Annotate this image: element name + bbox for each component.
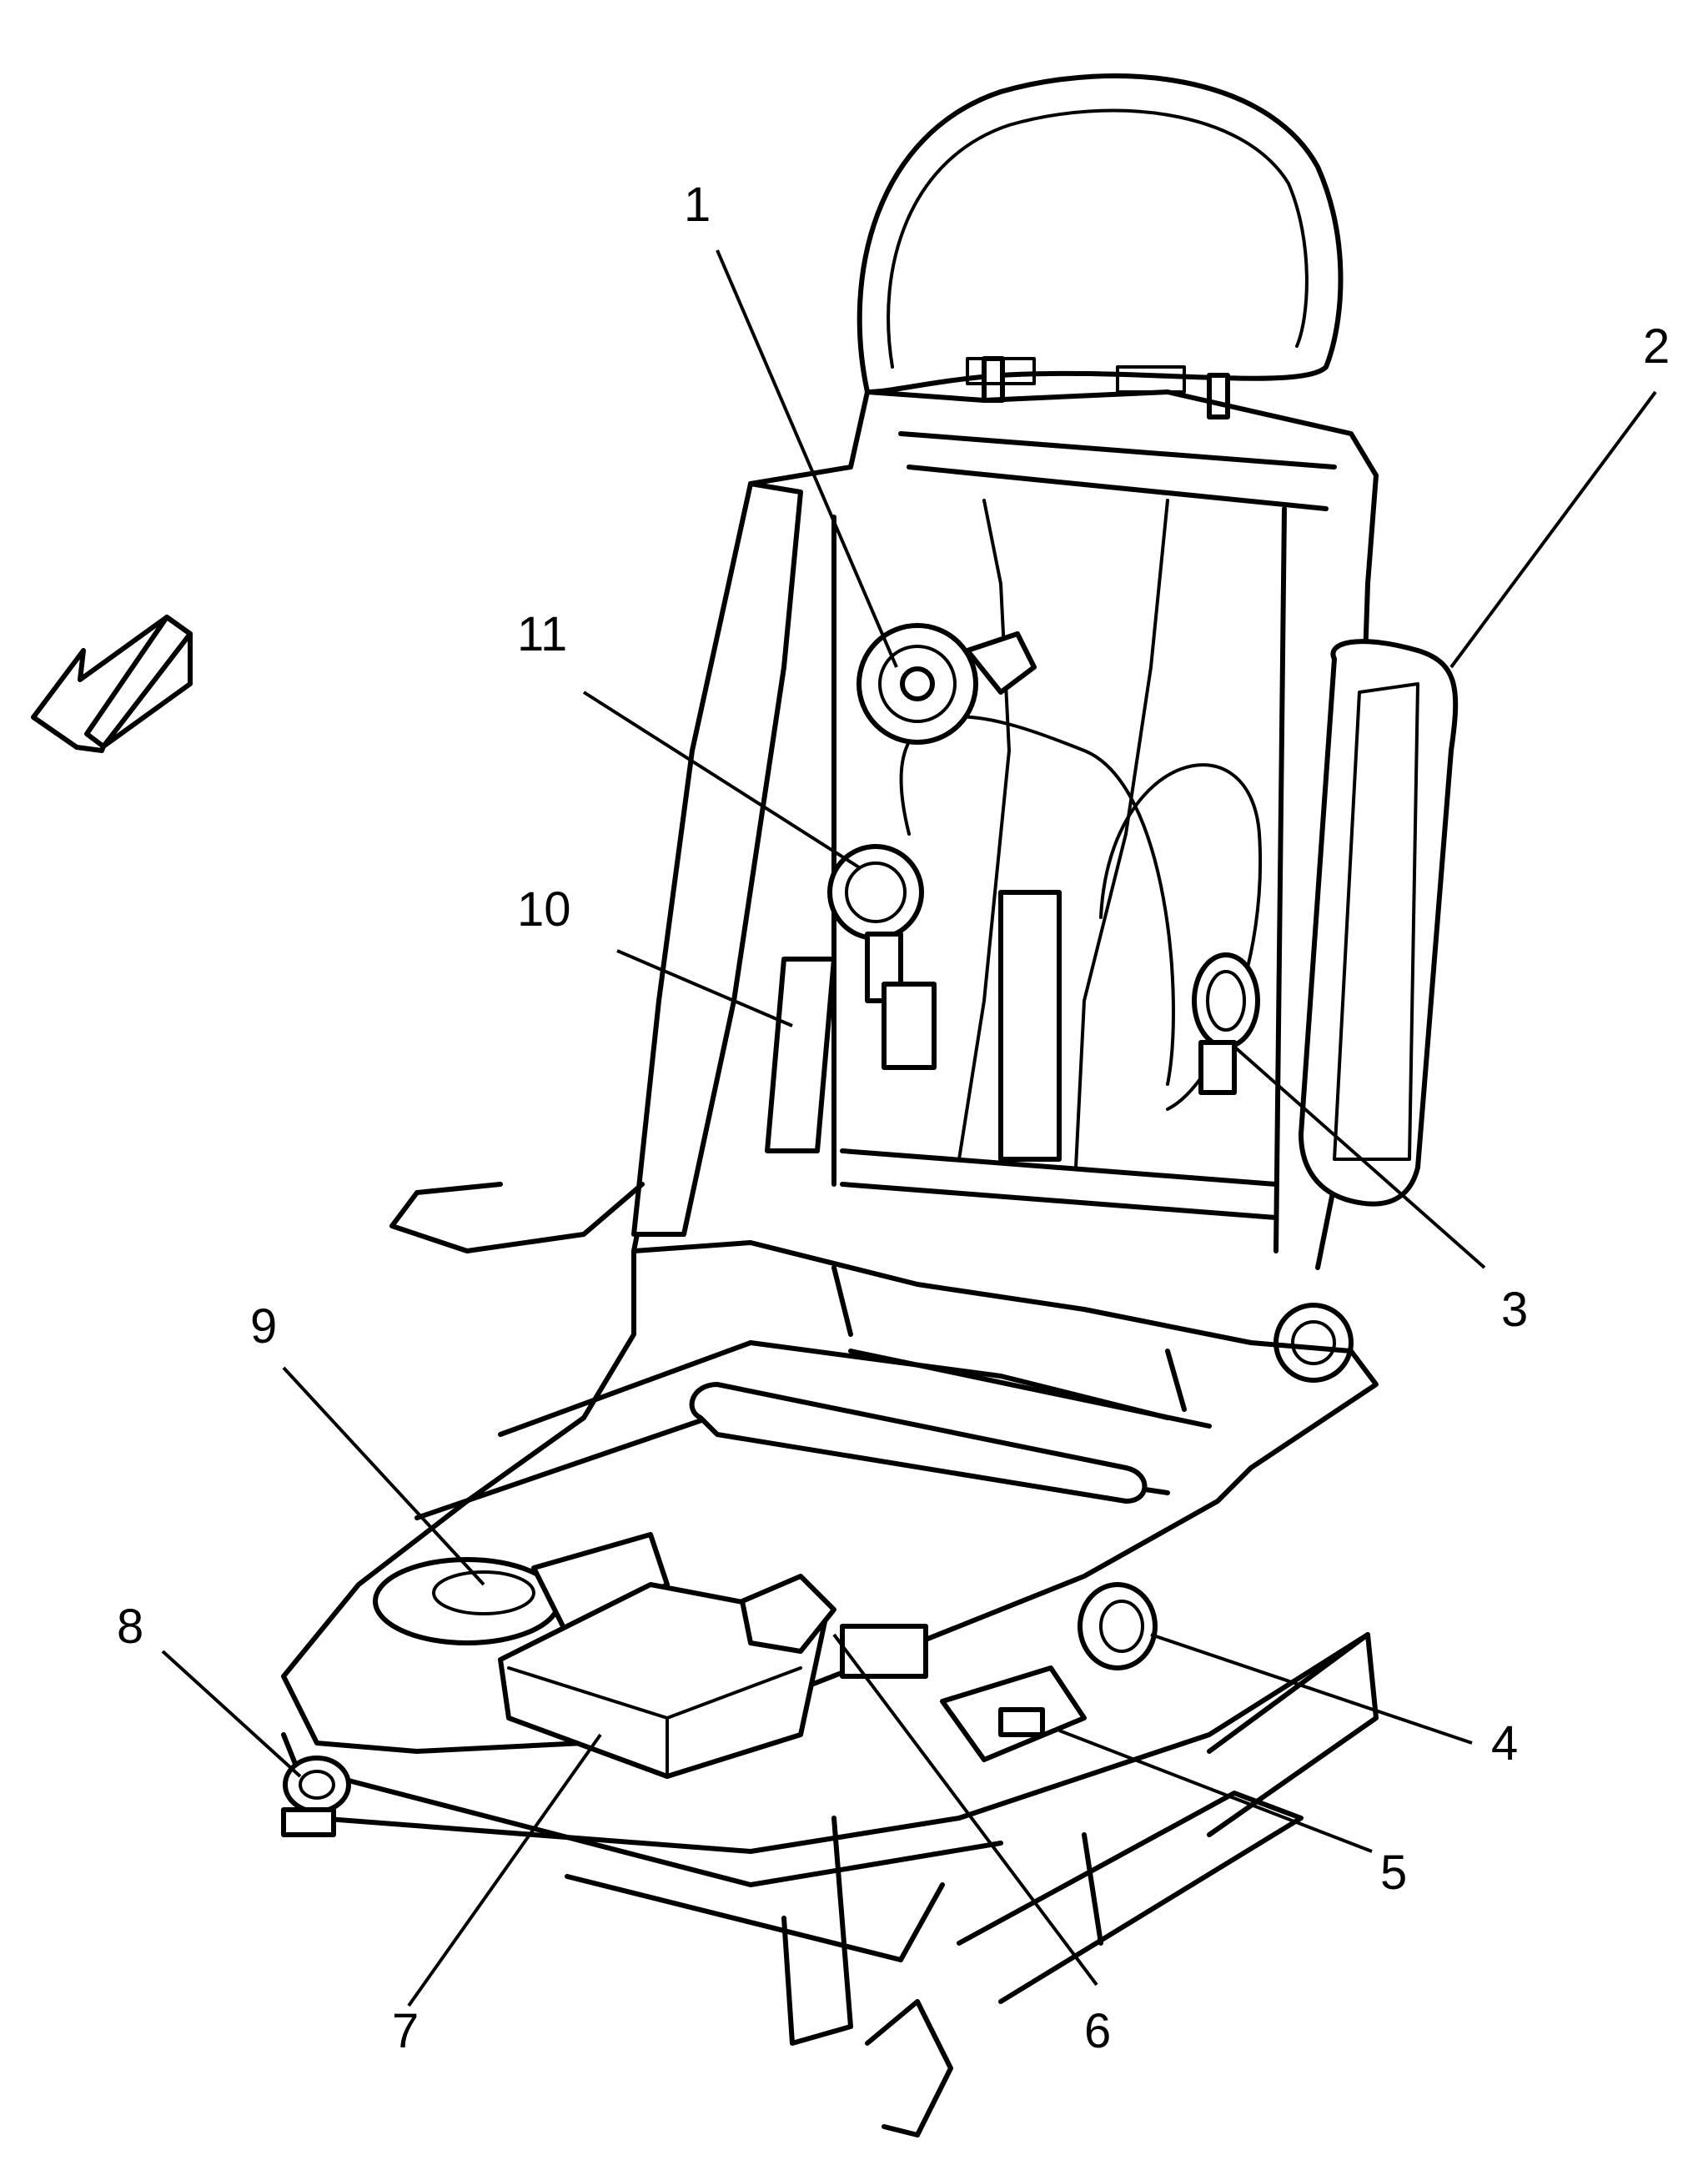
callout-7: 7 (392, 2004, 419, 2058)
leader-11 (582, 691, 861, 869)
front-height-motor (373, 1532, 670, 1645)
seat-cushion-frame (281, 1240, 1379, 1754)
leader-2 (1449, 390, 1657, 669)
leader-5 (1058, 1729, 1373, 1853)
leader-7 (407, 1733, 602, 2007)
rear-height-motor (1078, 1582, 1158, 1670)
leader-1 (716, 249, 898, 668)
seat-switch-connector (940, 1665, 1087, 1762)
headrest (857, 73, 1344, 419)
right-lumbar-motor (1192, 952, 1260, 1095)
leader-3 (1233, 1045, 1486, 1269)
front-arrow-icon (31, 615, 193, 753)
lumbar-actuator (765, 957, 937, 1153)
leader-4 (1150, 1633, 1473, 1745)
side-bolster (1299, 639, 1459, 1207)
callout-4: 4 (1491, 1716, 1518, 1771)
leader-lines (161, 249, 1657, 2007)
leader-10 (616, 949, 793, 1027)
horizontal-motor (740, 1574, 928, 1679)
left-side-rail (389, 481, 803, 1253)
leader-9 (282, 1366, 485, 1586)
callout-2: 2 (1643, 319, 1670, 374)
lumbar-motor (827, 844, 924, 1003)
callout-9: 9 (250, 1299, 277, 1354)
callouts: 1 2 3 4 5 6 7 8 9 10 11 (117, 178, 1670, 2058)
leader-6 (832, 1633, 1098, 1987)
callout-6: 6 (1084, 2004, 1111, 2058)
callout-3: 3 (1501, 1283, 1528, 1337)
control-module (498, 1582, 828, 1779)
callout-10: 10 (517, 882, 571, 937)
recliner-motor (857, 623, 1037, 745)
callout-8: 8 (117, 1600, 143, 1654)
callout-1: 1 (684, 178, 711, 232)
recliner-gear-right (1273, 1303, 1354, 1383)
leader-8 (161, 1650, 302, 1778)
belt-anchor (281, 1756, 351, 1837)
seat-track (281, 1632, 1379, 2137)
callout-5: 5 (1380, 1846, 1407, 1900)
callout-11: 11 (517, 607, 567, 661)
